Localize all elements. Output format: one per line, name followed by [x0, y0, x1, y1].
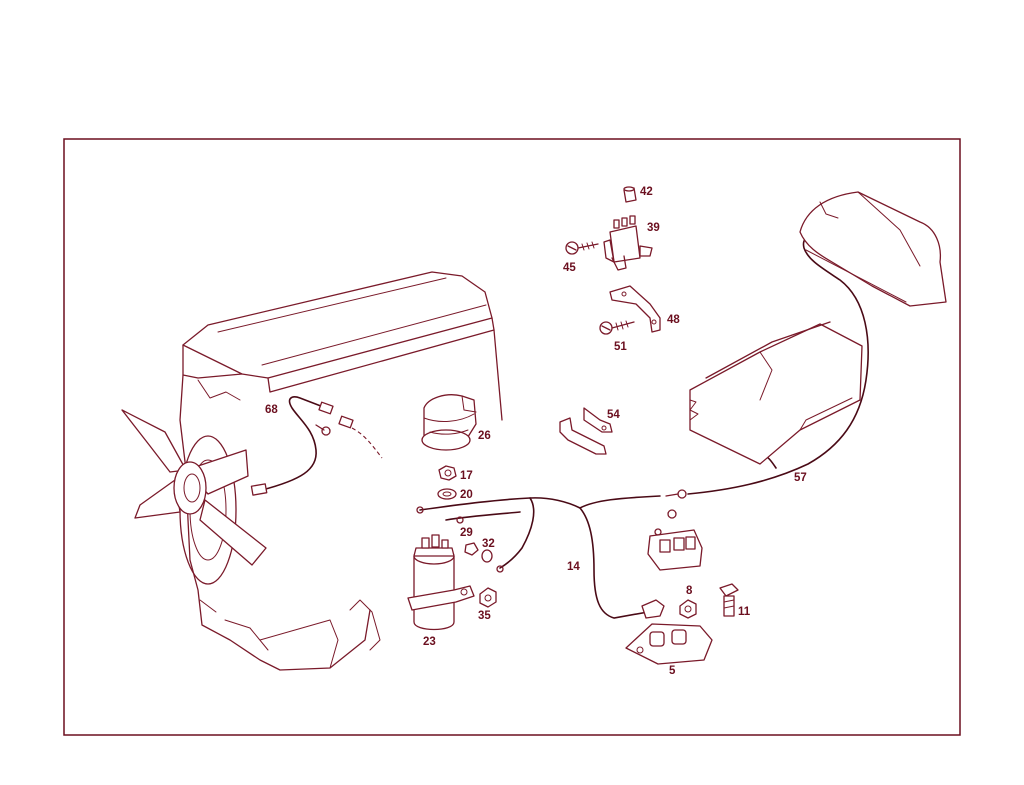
- terminal-holder: [647, 509, 703, 571]
- cooling-fan: [121, 409, 267, 566]
- washer-32: [481, 549, 493, 563]
- callout-48: 48: [667, 314, 680, 326]
- callout-8: 8: [686, 585, 693, 597]
- callout-39: 39: [647, 222, 660, 234]
- callout-45: 45: [563, 262, 576, 274]
- callout-26: 26: [478, 430, 491, 442]
- callout-14: 14: [567, 561, 580, 573]
- callout-42: 42: [640, 186, 653, 198]
- callout-11: 11: [738, 606, 751, 618]
- nut-29: [464, 542, 479, 556]
- cap-42: [623, 186, 637, 203]
- callout-54: 54: [607, 409, 620, 421]
- callout-17: 17: [460, 470, 473, 482]
- nut-35: [479, 587, 497, 608]
- callout-20: 20: [460, 489, 473, 501]
- bolt-11: [719, 583, 739, 617]
- relay-39: [603, 215, 653, 271]
- screw-45: [565, 241, 599, 255]
- battery-tray-bracket: [689, 321, 863, 465]
- sensor-wire-68: [250, 396, 383, 496]
- bracket-48: [609, 285, 661, 333]
- callout-23: 23: [423, 636, 436, 648]
- terminal-block-5: [625, 623, 713, 665]
- washer-20: [437, 488, 457, 500]
- nut-8: [679, 599, 697, 619]
- diagram-frame: [63, 138, 961, 736]
- callout-51: 51: [614, 341, 627, 353]
- connector-14: [641, 599, 665, 619]
- bracket-54: [559, 407, 613, 455]
- callout-5: 5: [669, 665, 676, 677]
- engine-block: [179, 271, 503, 671]
- callout-35: 35: [478, 610, 491, 622]
- ignition-coil: [407, 534, 475, 631]
- callout-57: 57: [794, 472, 807, 484]
- nut-17: [438, 465, 457, 481]
- callout-labels: 5 8 11 14 17 20 23 26 29 32 35 39 42 45 …: [265, 186, 807, 677]
- cover-panel: [799, 191, 947, 307]
- screw-51: [599, 320, 635, 335]
- callout-68: 68: [265, 404, 278, 416]
- callout-32: 32: [482, 538, 495, 550]
- distributor-cap: [421, 394, 477, 451]
- callout-29: 29: [460, 527, 473, 539]
